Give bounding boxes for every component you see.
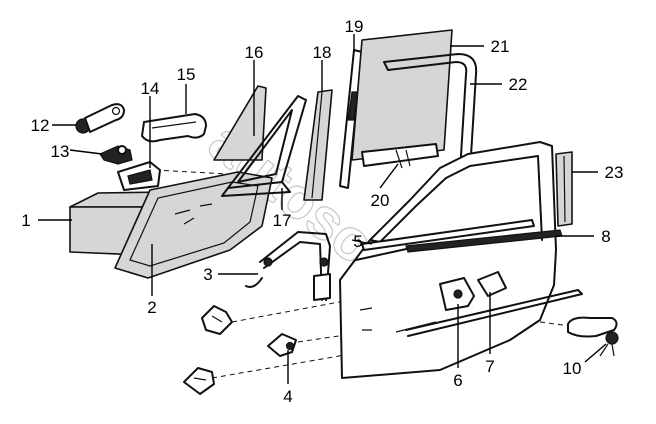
callout-7: 7 xyxy=(485,357,494,376)
callout-17: 17 xyxy=(273,211,292,230)
part-18-front-channel xyxy=(303,89,333,201)
part-19-rear-channel xyxy=(339,49,363,189)
callout-23: 23 xyxy=(605,163,624,182)
part-6-lock-mechanism xyxy=(439,277,475,311)
part-17-vent-frame xyxy=(221,95,307,197)
callout-6: 6 xyxy=(453,371,462,390)
part-23-rear-seal xyxy=(555,151,573,227)
part-4-hinge-pin xyxy=(267,333,297,357)
part-20-lift-channel xyxy=(361,143,439,169)
callout-16: 16 xyxy=(245,43,264,62)
callout-8: 8 xyxy=(601,227,610,246)
callout-20: 20 xyxy=(371,191,390,210)
door-shell xyxy=(339,141,561,379)
part-3-window-regulator xyxy=(245,231,331,301)
callout-12: 12 xyxy=(31,116,50,135)
part-21-door-glass xyxy=(351,29,453,161)
part-12-window-crank xyxy=(75,103,125,134)
part-5-belt-strip xyxy=(361,219,535,251)
part-hinge-upper xyxy=(201,305,233,335)
callout-3: 3 xyxy=(203,265,212,284)
callout-2: 2 xyxy=(147,298,156,317)
callout-14: 14 xyxy=(141,79,160,98)
callout-19: 19 xyxy=(345,17,364,36)
part-10-outer-handle xyxy=(567,316,619,357)
part-16-vent-glass xyxy=(213,85,267,161)
part-2-trim-panel xyxy=(114,171,273,279)
callout-1: 1 xyxy=(21,211,30,230)
part-15-grab-handle xyxy=(141,113,207,143)
callout-5: 5 xyxy=(353,232,362,251)
callout-4: 4 xyxy=(283,387,292,406)
part-7-striker xyxy=(477,271,507,297)
callout-13: 13 xyxy=(51,142,70,161)
leader-lines xyxy=(38,34,607,384)
part-13-inner-handle xyxy=(99,145,133,165)
door-rod xyxy=(405,289,583,337)
callout-18: 18 xyxy=(313,43,332,62)
part-14-handle-bezel xyxy=(117,161,161,191)
callout-labels: 1 2 3 4 5 6 7 8 10 12 13 14 15 16 17 18 … xyxy=(21,17,623,406)
part-hinge-lower xyxy=(183,367,215,395)
callout-21: 21 xyxy=(491,37,510,56)
callout-15: 15 xyxy=(177,65,196,84)
callout-22: 22 xyxy=(509,75,528,94)
callout-10: 10 xyxy=(563,359,582,378)
